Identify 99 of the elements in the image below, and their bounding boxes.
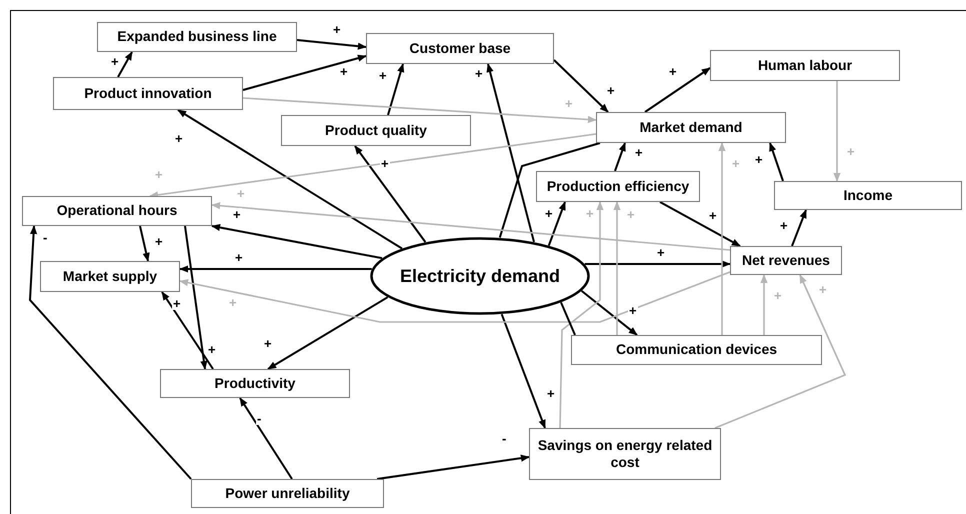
node-label: Net revenues <box>742 252 830 270</box>
node-label: Production efficiency <box>546 178 690 196</box>
node-label: Market supply <box>62 268 158 286</box>
edge-label: + <box>626 208 636 221</box>
arrow <box>769 142 784 182</box>
edge-label: + <box>110 55 120 68</box>
arrow <box>117 51 133 78</box>
arrow <box>296 39 367 50</box>
arrow <box>28 225 192 480</box>
node-label: Customer base <box>409 40 511 58</box>
arrow <box>179 271 730 323</box>
arrow <box>139 226 150 262</box>
arrow <box>387 63 404 116</box>
edge-label: + <box>263 337 273 350</box>
arrow <box>161 291 214 370</box>
edge-label: + <box>228 296 238 309</box>
factor-box <box>710 50 900 81</box>
arrow <box>714 274 846 429</box>
edge-label: + <box>544 207 554 220</box>
node-label: Human labour <box>758 56 852 74</box>
edge-label: + <box>232 208 242 221</box>
edge-label: + <box>172 297 182 310</box>
arrow <box>177 109 403 250</box>
arrow <box>584 260 731 268</box>
edge-label: + <box>818 283 828 296</box>
factor-box <box>571 335 822 365</box>
factor-box <box>536 171 700 202</box>
node-label: Productivity <box>214 374 296 392</box>
arrow <box>242 54 367 91</box>
edge-label: + <box>634 146 644 159</box>
factor-box <box>730 246 842 275</box>
node-label: Expanded business line <box>117 28 277 46</box>
arrow <box>184 226 208 370</box>
arrow <box>548 201 566 246</box>
arrow <box>354 145 426 243</box>
edge-label: + <box>236 187 246 200</box>
arrow <box>833 81 841 182</box>
edge-label: + <box>380 157 390 170</box>
edge-label: + <box>668 65 678 78</box>
edge-label: + <box>846 145 856 158</box>
node-label: Operational hours <box>56 202 178 220</box>
factor-box <box>53 77 243 110</box>
arrow <box>580 290 638 336</box>
edge-label: + <box>234 251 244 264</box>
arrow <box>179 265 372 273</box>
edge-label: + <box>585 207 595 220</box>
arrow <box>486 63 535 242</box>
arrow <box>376 454 530 480</box>
arrow <box>644 67 711 113</box>
factor-box <box>529 428 721 480</box>
arrow <box>760 274 768 335</box>
edge-label: + <box>339 65 349 78</box>
arrow <box>718 142 726 335</box>
arrow <box>660 201 741 247</box>
arrow <box>791 209 807 246</box>
edge-label: + <box>773 289 783 302</box>
node-label: Electricity demand <box>400 264 560 288</box>
factor-box <box>191 479 384 508</box>
edge-label: + <box>656 246 666 259</box>
node-label: Savings on energy related cost <box>536 436 714 472</box>
edge-label: + <box>708 209 718 222</box>
factor-box <box>40 261 180 292</box>
edge-label: + <box>154 235 164 248</box>
edge-label: + <box>754 153 764 166</box>
factor-box <box>596 112 786 143</box>
arrow <box>613 201 621 335</box>
factor-box <box>160 369 350 398</box>
edge-label: + <box>546 387 556 400</box>
node-label: Product quality <box>325 122 427 140</box>
edge-label: + <box>779 219 789 232</box>
edge-label: + <box>207 343 217 356</box>
factor-box <box>774 181 962 210</box>
edge-label: + <box>154 168 164 181</box>
edge-label: + <box>174 132 184 145</box>
factor-box <box>366 33 554 64</box>
edge-label: + <box>731 157 741 170</box>
arrow <box>614 142 626 172</box>
node-label: Market demand <box>640 118 742 136</box>
arrow <box>553 59 609 113</box>
arrow <box>149 133 596 198</box>
factor-box <box>97 22 297 52</box>
arrow <box>211 202 730 251</box>
factor-box <box>281 115 471 146</box>
node-label: Power unreliability <box>225 484 350 502</box>
arrow <box>500 314 546 429</box>
arrow <box>559 201 604 428</box>
edge-label: + <box>564 97 574 110</box>
factor-box <box>22 196 212 226</box>
node-label: Income <box>843 186 892 204</box>
edge-label: + <box>378 69 388 82</box>
edge-label: + <box>474 67 484 80</box>
arrow <box>267 296 388 370</box>
node-label: Product innovation <box>84 84 212 102</box>
edge-label: + <box>628 304 638 317</box>
arrow <box>239 397 293 480</box>
edge-label: + <box>332 23 342 36</box>
edge-label: + <box>606 84 616 97</box>
arrow <box>211 224 382 260</box>
node-label: Communication devices <box>616 341 778 359</box>
